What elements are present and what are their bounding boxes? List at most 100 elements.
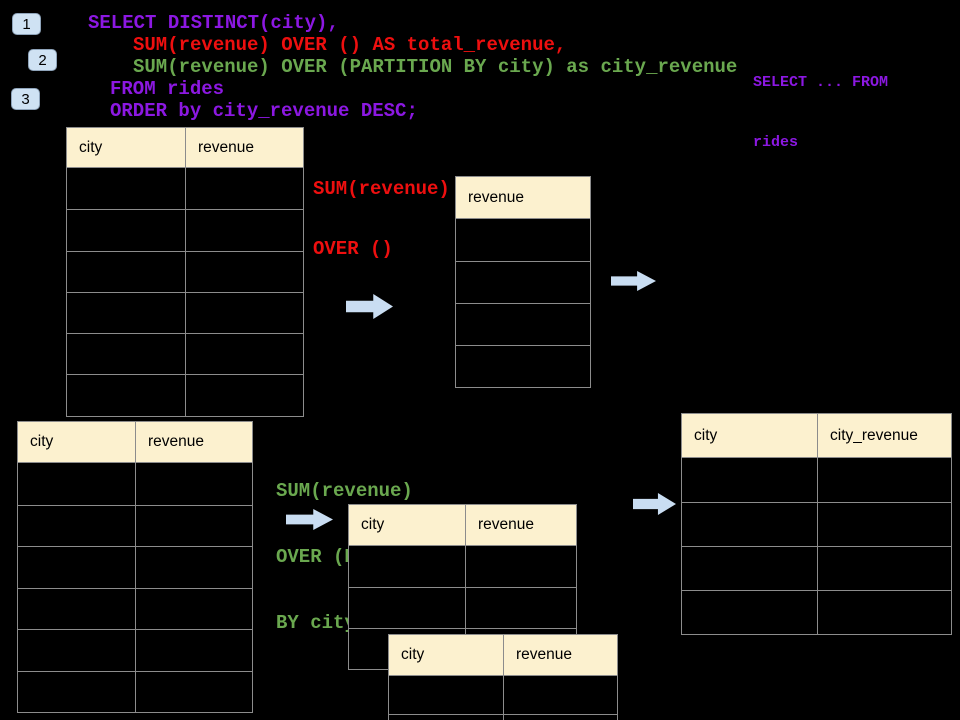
table-cell (67, 251, 186, 292)
table-cell (136, 630, 252, 671)
table-cell (349, 546, 466, 587)
table-row (18, 670, 252, 713)
table-row (67, 168, 303, 210)
column-header: revenue (148, 433, 205, 450)
table-cell (186, 334, 303, 374)
table-row (18, 463, 252, 505)
sql-line-partition: SUM(revenue) OVER (PARTITION BY city) as… (133, 56, 738, 78)
table-cell (349, 588, 466, 628)
table-row (67, 333, 303, 375)
table-cell (456, 346, 590, 387)
column-header: city (682, 414, 818, 457)
annotation-line: OVER () (313, 238, 393, 260)
table-row (67, 374, 303, 416)
table-row (18, 546, 252, 588)
table-row (67, 250, 303, 292)
sql-line-order: ORDER by city_revenue DESC; (110, 100, 418, 122)
table-header-row: city revenue (67, 128, 303, 168)
table-cell (466, 588, 576, 628)
table-row (18, 504, 252, 547)
table-cell (818, 458, 951, 502)
table-row (682, 502, 951, 546)
table-cell (186, 375, 303, 415)
table-row (682, 458, 951, 502)
column-header: revenue (198, 138, 255, 156)
table-cell (67, 168, 186, 210)
table-cell (682, 458, 818, 502)
annotation-line: SUM(revenue) (313, 178, 450, 200)
annotation-total-revenue: SUM(revenue) OVER () (313, 139, 450, 299)
table-cell (18, 630, 136, 671)
table-cell (186, 168, 303, 209)
side-code-line-1: SELECT ... FROM (753, 74, 889, 91)
table-row (18, 587, 252, 630)
table-cell (18, 463, 136, 505)
table-cell (818, 547, 951, 590)
table-cell (67, 210, 186, 251)
annotation-line: SUM(revenue) (276, 480, 413, 502)
table-row (389, 714, 617, 720)
table-source-top: city revenue (66, 127, 304, 417)
step-badge-3: 3 (11, 88, 40, 110)
table-row (67, 209, 303, 251)
table-cell (389, 676, 504, 714)
table-row (456, 345, 590, 387)
table-row (682, 590, 951, 634)
sql-line-from: FROM rides (110, 78, 225, 100)
table-cell (136, 506, 252, 547)
table-cell (67, 292, 186, 334)
table-cell (682, 503, 818, 546)
table-cell (186, 293, 303, 333)
table-row (456, 261, 590, 303)
table-cell (504, 676, 617, 714)
table-cell (456, 304, 590, 345)
table-cell (389, 715, 504, 720)
side-code-line-2: rides (753, 134, 799, 151)
table-cell (18, 547, 136, 588)
table-cell (136, 463, 252, 505)
table-cell (818, 591, 951, 634)
table-row (18, 629, 252, 671)
table-cell (18, 505, 136, 546)
table-cell (466, 546, 576, 587)
table-cell (18, 671, 136, 712)
sql-line-total: SUM(revenue) OVER () AS total_revenue, (133, 34, 567, 56)
table-row (456, 219, 590, 261)
table-cell (186, 252, 303, 292)
arrow-right-icon (346, 294, 393, 319)
arrow-right-icon (633, 493, 676, 515)
column-header: city (349, 505, 466, 545)
side-code-snippet: SELECT ... FROM rides (753, 33, 888, 193)
table-cell (136, 672, 252, 713)
table-cell (67, 334, 186, 375)
step-badge-1: 1 (12, 13, 41, 35)
table-total-revenue: revenue (455, 176, 591, 388)
column-header: revenue (478, 516, 535, 533)
table-cell (186, 210, 303, 250)
table-result: city city_revenue (681, 413, 952, 635)
table-cell (682, 547, 818, 590)
table-row (349, 587, 576, 628)
column-header: city (67, 128, 186, 167)
table-cell (136, 547, 252, 588)
table-row (456, 303, 590, 345)
sql-line-select: SELECT DISTINCT(city), (88, 12, 339, 34)
table-cell (456, 219, 590, 261)
column-header: city_revenue (830, 426, 918, 444)
arrow-right-icon (286, 509, 333, 530)
arrow-right-icon (611, 271, 656, 291)
column-header: revenue (468, 188, 525, 206)
table-row (389, 676, 617, 714)
table-cell (18, 588, 136, 629)
table-cell (818, 503, 951, 546)
table-cell (136, 589, 252, 630)
table-cell (682, 591, 818, 634)
table-header-row: city city_revenue (682, 414, 951, 458)
column-header: revenue (516, 646, 573, 663)
table-row (682, 546, 951, 590)
